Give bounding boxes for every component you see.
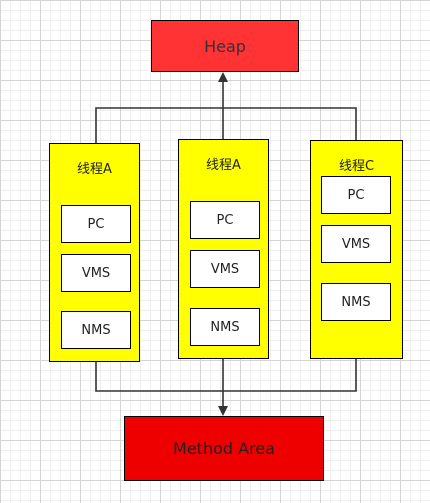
nms-box-3: NMS — [321, 283, 391, 321]
thread-title-1: 线程A — [77, 162, 112, 177]
vms-label-3: VMS — [341, 236, 371, 252]
thread-title-2: 线程A — [206, 158, 241, 173]
thread-box-3: 线程C PC VMS NMS — [310, 140, 403, 359]
method-area-label: Method Area — [173, 439, 275, 458]
nms-box-2: NMS — [190, 308, 260, 346]
vms-box-2: VMS — [190, 250, 260, 288]
heap-connector — [95, 107, 357, 143]
pc-box-3: PC — [321, 176, 391, 214]
pc-label-1: PC — [87, 216, 105, 232]
heap-box: Heap — [151, 20, 299, 72]
pc-label-3: PC — [347, 187, 365, 203]
nms-label-1: NMS — [81, 322, 111, 338]
nms-label-3: NMS — [341, 294, 371, 310]
pc-box-1: PC — [61, 205, 131, 243]
pc-label-2: PC — [216, 212, 234, 228]
thread-box-1: 线程A PC VMS NMS — [49, 143, 140, 362]
heap-label: Heap — [204, 36, 246, 56]
thread-title-3: 线程C — [338, 159, 375, 174]
method-area-box: Method Area — [124, 416, 324, 481]
vms-box-3: VMS — [321, 225, 391, 263]
vms-label-2: VMS — [210, 261, 240, 277]
method-area-connector — [95, 359, 357, 392]
nms-box-1: NMS — [61, 311, 131, 349]
pc-box-2: PC — [190, 201, 260, 239]
vms-label-1: VMS — [81, 265, 111, 281]
nms-label-2: NMS — [210, 319, 240, 335]
thread-box-2: 线程A PC VMS NMS — [178, 139, 269, 359]
vms-box-1: VMS — [61, 254, 131, 292]
